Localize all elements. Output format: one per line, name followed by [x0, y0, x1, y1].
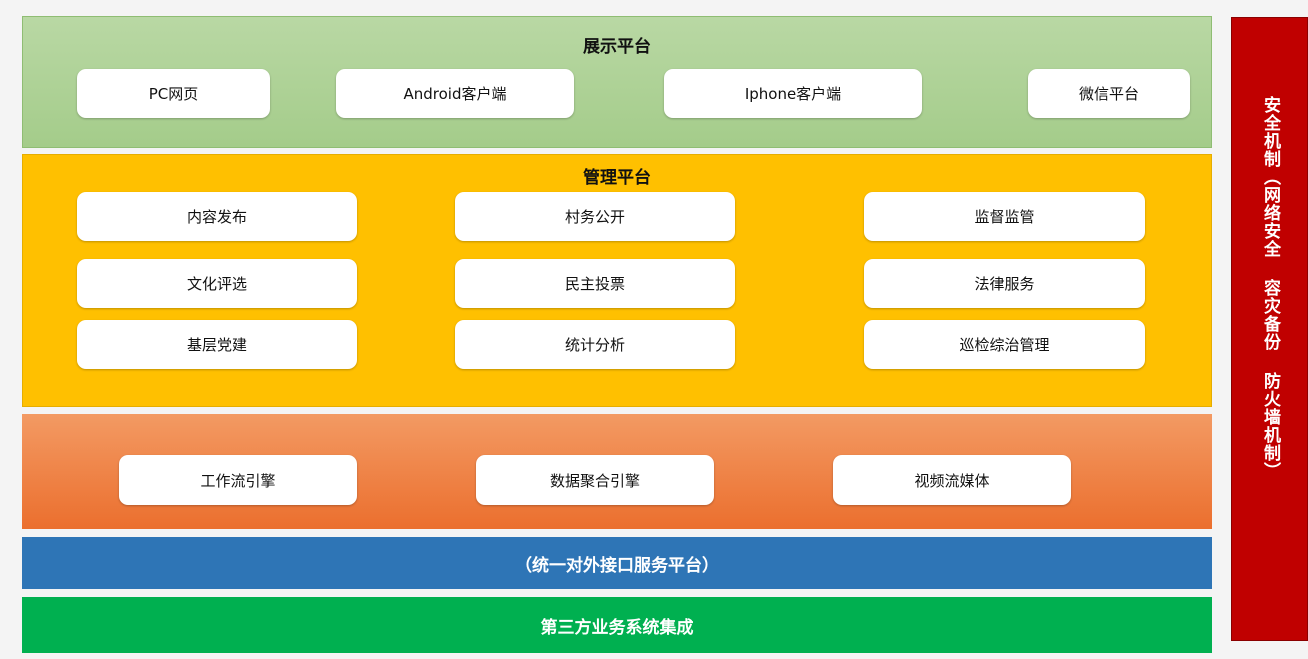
supervision-box: 监督监管: [864, 192, 1145, 241]
third-party-layer: 第三方业务系统集成: [22, 597, 1212, 653]
inspection-management-box: 巡检综治管理: [864, 320, 1145, 369]
data-aggregation-engine-box: 数据聚合引擎: [476, 455, 714, 505]
video-streaming-box: 视频流媒体: [833, 455, 1071, 505]
statistical-analysis-box: 统计分析: [455, 320, 735, 369]
api-platform-layer: （统一对外接口服务平台）: [22, 537, 1212, 589]
content-publish-box: 内容发布: [77, 192, 357, 241]
third-party-label: 第三方业务系统集成: [540, 617, 694, 638]
security-mechanism-label: 安全机制（网络安全 容灾备份 防火墙机制）: [1260, 96, 1280, 480]
culture-selection-box: 文化评选: [77, 259, 357, 308]
management-platform-layer: 管理平台 内容发布 村务公开 监督监管 文化评选 民主投票 法律服务 基层党建 …: [22, 154, 1212, 407]
legal-services-box: 法律服务: [864, 259, 1145, 308]
democratic-voting-box: 民主投票: [455, 259, 735, 308]
wechat-platform-box: 微信平台: [1028, 69, 1190, 118]
display-platform-layer: 展示平台 PC网页 Android客户端 Iphone客户端 微信平台: [22, 16, 1212, 148]
iphone-client-box: Iphone客户端: [664, 69, 922, 118]
engine-layer: 工作流引擎 数据聚合引擎 视频流媒体: [22, 414, 1212, 529]
display-platform-title: 展示平台: [583, 37, 651, 57]
management-platform-title: 管理平台: [583, 168, 651, 188]
party-building-box: 基层党建: [77, 320, 357, 369]
android-client-box: Android客户端: [336, 69, 574, 118]
workflow-engine-box: 工作流引擎: [119, 455, 357, 505]
pc-web-box: PC网页: [77, 69, 270, 118]
api-platform-label: （统一对外接口服务平台）: [515, 555, 719, 576]
village-affairs-box: 村务公开: [455, 192, 735, 241]
security-mechanism-bar: 安全机制（网络安全 容灾备份 防火墙机制）: [1231, 17, 1308, 641]
